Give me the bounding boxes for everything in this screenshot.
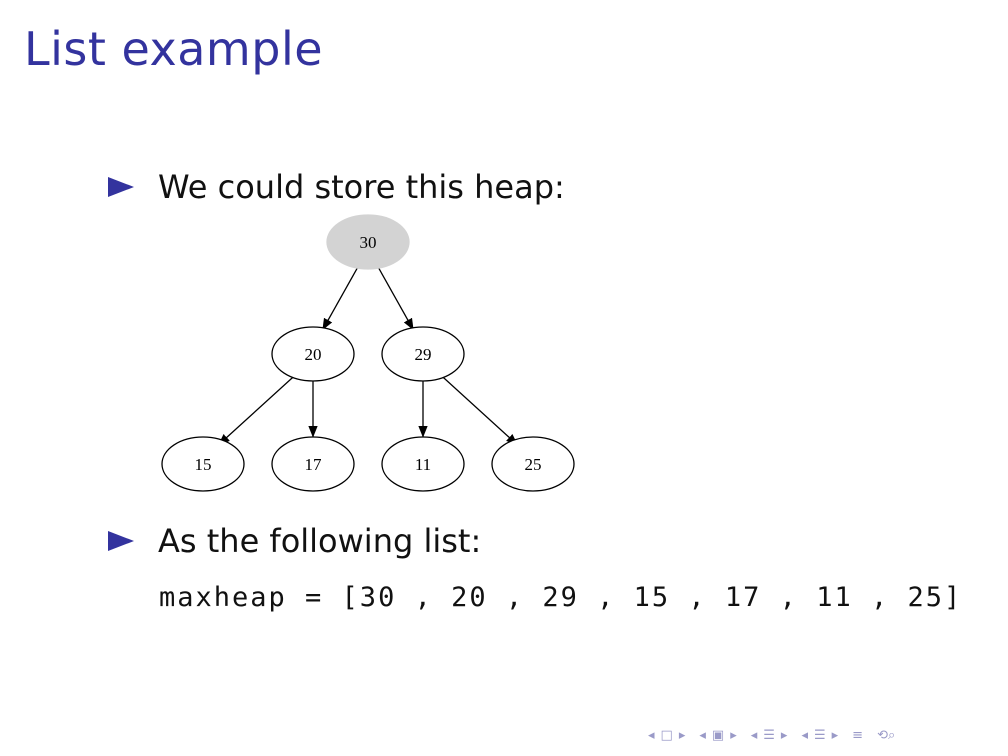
heap-node-label: 11 [415, 455, 431, 474]
heap-node-label: 17 [305, 455, 323, 474]
heap-edge-n30-n29 [377, 266, 414, 331]
heap-node-ellipse [381, 326, 465, 382]
heap-node-ellipse [326, 214, 410, 270]
heap-node-label: 20 [305, 345, 322, 364]
heap-node-label: 30 [360, 233, 377, 252]
nav-right-arrow-icon[interactable]: ▸ [678, 728, 686, 743]
nav-left-arrow-icon[interactable]: ◂ [801, 728, 808, 743]
heap-edge-n30-n20 [322, 266, 359, 331]
heap-tree-diagram: 30 20 29 15 17 11 25 [161, 214, 575, 492]
bullet-item-1: We could store this heap: [108, 168, 565, 206]
nav-left-arrow-icon[interactable]: ◂ [648, 728, 655, 743]
slide-title: List example [24, 22, 324, 76]
bullet-triangle-icon [108, 177, 134, 197]
heap-node-label: 29 [415, 345, 432, 364]
heap-node-20: 20 [271, 326, 355, 382]
heap-edge-n20-n15 [218, 372, 298, 446]
heap-node-label: 25 [525, 455, 542, 474]
heap-node-ellipse [271, 326, 355, 382]
heap-node-ellipse [161, 436, 245, 492]
bullet-item-2: As the following list: [108, 522, 481, 560]
align-icon[interactable]: ≡ [852, 728, 864, 743]
nav-right-arrow-icon[interactable]: ▸ [780, 728, 788, 743]
beamer-navigation-bar: ◂ □ ▸ ◂ ▣ ▸ ◂ ☰ ▸ ◂ ☰ ▸ ≡ ⟲⌕ [648, 728, 895, 743]
heap-node-29: 29 [381, 326, 465, 382]
heap-edge-n29-n25 [438, 372, 518, 446]
nav-left-arrow-icon[interactable]: ◂ [699, 728, 706, 743]
maxheap-code: maxheap = [30 , 20 , 29 , 15 , 17 , 11 ,… [159, 582, 963, 613]
search-icon[interactable]: ⟲⌕ [877, 728, 896, 743]
bullet-text-1: We could store this heap: [158, 168, 565, 206]
bullet-triangle-icon [108, 531, 134, 551]
frame-icon[interactable]: □ [660, 728, 673, 743]
heap-node-ellipse [491, 436, 575, 492]
nav-right-arrow-icon[interactable]: ▸ [831, 728, 839, 743]
heap-node-11: 11 [381, 436, 465, 492]
outline-icon[interactable]: ☰ [813, 728, 826, 743]
heap-node-ellipse [381, 436, 465, 492]
bullet-text-2: As the following list: [158, 522, 482, 560]
heap-node-15: 15 [161, 436, 245, 492]
heap-node-17: 17 [271, 436, 355, 492]
nav-right-arrow-icon[interactable]: ▸ [730, 728, 737, 743]
nav-left-arrow-icon[interactable]: ◂ [750, 728, 758, 743]
section-icon[interactable]: ☰ [763, 728, 775, 743]
subsection-icon[interactable]: ▣ [711, 728, 725, 743]
heap-node-ellipse [271, 436, 355, 492]
heap-node-label: 15 [195, 455, 212, 474]
heap-node-25: 25 [491, 436, 575, 492]
heap-node-30: 30 [326, 214, 410, 270]
